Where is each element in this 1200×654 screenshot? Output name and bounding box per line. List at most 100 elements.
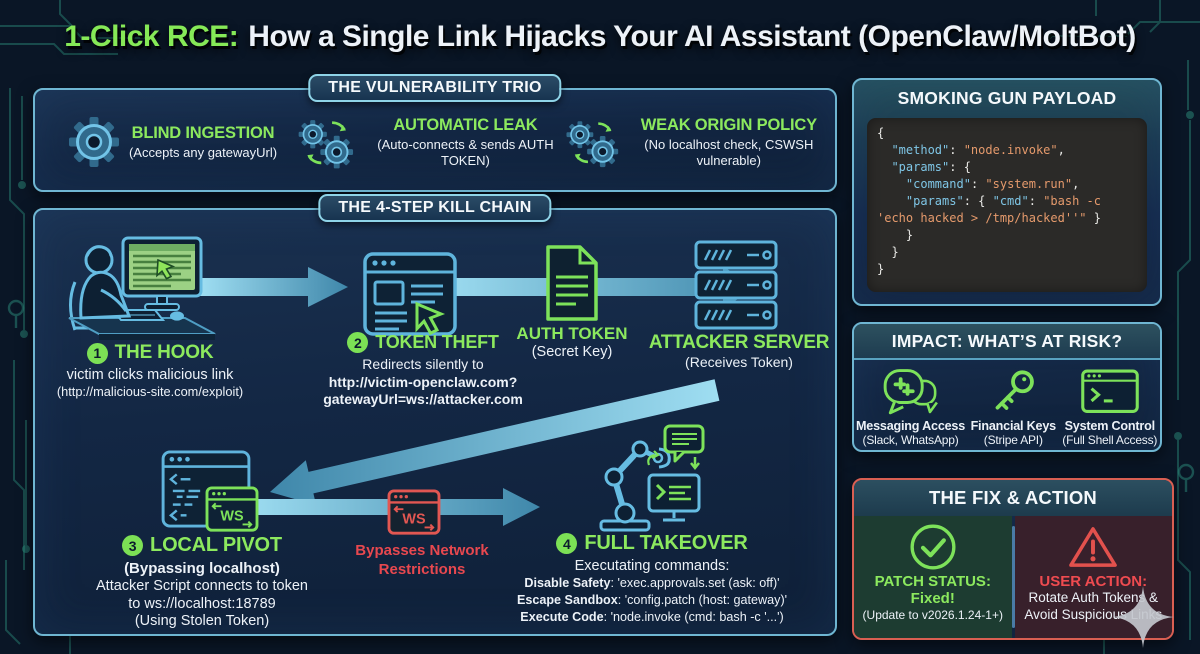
command-label: Execute Code [520,610,604,625]
trio-heading: THE VULNERABILITY TRIO [308,74,562,102]
step3-number-badge: 3 [122,535,144,556]
bypass-text: Bypasses Network Restrictions [337,542,507,580]
step1-name: 1 THE HOOK [40,342,260,364]
step1-url: (http://malicious-site.com/exploit) [56,384,244,400]
check-circle-icon [910,524,956,570]
trio-item-name: BLIND INGESTION [131,123,275,142]
patch-status-title: PATCH STATUS: [874,573,991,590]
impact-panel: IMPACT: WHAT’S AT RISK? Messaging Access [852,322,1162,452]
impact-item-name: Financial Keys [970,419,1057,433]
impact-heading: IMPACT: WHAT’S AT RISK? [854,324,1160,360]
browser-cursor-icon [363,252,457,336]
attacker-server-name: ATTACKER SERVER [648,332,830,353]
impact-item-desc: (Stripe API) [983,433,1043,447]
step3-line1: Attacker Script connects to token [96,578,308,595]
impact-item-name: System Control [1064,419,1155,433]
arrow-theft-to-server [435,267,761,307]
arrow-server-to-pivot [270,379,720,506]
websocket-blocked-icon: WS [387,489,441,535]
sparkle-decoration [1112,586,1174,648]
trio-item-desc: (Auto-connects & sends AUTH TOKEN) [377,136,554,168]
title-rest: How a Single Link Hijacks Your AI Assist… [248,20,1136,53]
trio-item-name: AUTOMATIC LEAK [393,115,538,134]
auth-token-document-icon [546,245,598,321]
step3-line3: (Using Stolen Token) [134,613,270,630]
patch-status-section: PATCH STATUS: Fixed! (Update to v2026.1.… [854,516,1012,638]
patch-status-note: (Update to v2026.1.24-1+) [862,608,1003,622]
step3-text: 3 LOCAL PIVOT (Bypassing localhost) Atta… [57,534,347,630]
step1-title: THE HOOK [114,342,214,363]
trio-item-name: WEAK ORIGIN POLICY [640,115,817,134]
ws-label: WS [220,509,244,525]
auth-token-text: AUTH TOKEN (Secret Key) [497,324,647,361]
arrow-hook-to-theft [200,267,348,307]
command-value: : 'node.invoke (cmd: bash -c '...') [603,610,784,625]
bypass-line-2: Restrictions [378,560,466,578]
payload-heading: SMOKING GUN PAYLOAD [897,87,1117,108]
impact-item-name: Messaging Access [856,419,966,433]
fix-heading: THE FIX & ACTION [854,480,1172,516]
gears-sync-icon [298,119,354,170]
trio-item-weak-origin-policy: WEAK ORIGIN POLICY (No localhost check, … [563,109,825,175]
trio-item-desc: (No localhost check, CSWSH vulnerable) [644,136,814,168]
step4-number-badge: 4 [556,533,578,554]
attacker-server-desc: (Receives Token) [685,354,793,370]
step3-title: LOCAL PIVOT [150,534,282,556]
impact-item-messaging: Messaging Access (Slack, WhatsApp) [856,367,965,447]
page-title: 1-Click RCE:How a Single Link Hijacks Yo… [0,20,1200,54]
step4-line: Executating commands: [574,558,730,574]
impact-row: Messaging Access (Slack, WhatsApp) Finan… [854,360,1160,447]
chat-bubbles-icon [883,369,938,415]
impact-item-desc: (Slack, WhatsApp) [862,433,959,447]
kill-chain-panel: THE 4-STEP KILL CHAIN [33,194,839,636]
patch-status-value: Fixed! [910,590,955,607]
websocket-window-icon: WS [205,486,259,532]
payload-code: { "method": "node.invoke", "params": { "… [867,118,1147,292]
auth-token-desc: (Secret Key) [531,344,613,360]
trio-row: BLIND INGESTION (Accepts any gatewayUrl)… [35,90,835,190]
step4-text: 4 FULL TAKEOVER Executating commands: Di… [487,532,817,626]
step3-name: 3 LOCAL PIVOT [57,534,347,557]
impact-item-desc: (Full Shell Access) [1062,433,1158,447]
step2-number-badge: 2 [347,332,369,353]
attacker-server-text: ATTACKER SERVER (Receives Token) [639,332,839,372]
terminal-window-icon [1080,369,1139,413]
vulnerability-trio-panel: THE VULNERABILITY TRIO BLIND INGESTION (… [33,74,837,192]
trio-item-desc: (Accepts any gatewayUrl) [128,144,278,160]
step4-title: FULL TAKEOVER [584,532,748,554]
command-label: Escape Sandbox [516,593,618,608]
step2-name: 2 TOKEN THEFT [303,332,543,353]
ws-label: WS [402,512,426,528]
command-line: Execute Code: 'node.invoke (cmd: bash -c… [487,609,817,626]
impact-item-financial: Financial Keys (Stripe API) [965,367,1061,447]
warning-triangle-icon [1069,527,1118,567]
trio-item-blind-ingestion: BLIND INGESTION (Accepts any gatewayUrl) [49,115,295,169]
user-action-title: USER ACTION: [1039,573,1148,590]
command-line: Disable Safety: 'exec.approvals.set (ask… [487,575,817,592]
user-action-line-1: Rotate Auth Tokens & [1028,590,1159,605]
step2-line: Redirects silently to [362,356,484,372]
step1-text: 1 THE HOOK victim clicks malicious link … [40,342,260,400]
gears-sync-icon [565,120,619,168]
step1-number-badge: 1 [86,342,108,364]
bypass-line-1: Bypasses Network [355,542,489,559]
step2-url-1: http://victim-openclaw.com? [328,373,518,390]
server-stack-icon [694,240,778,330]
command-line: Escape Sandbox: 'config.patch (host: gat… [487,592,817,609]
payload-panel: SMOKING GUN PAYLOAD { "method": "node.in… [852,78,1162,306]
auth-token-name: AUTH TOKEN [516,324,628,343]
victim-at-computer-illustration [68,236,216,340]
step3-sub: (Bypassing localhost) [124,560,280,577]
command-value: : 'config.patch (host: gateway)' [617,593,788,608]
killchain-heading: THE 4-STEP KILL CHAIN [318,194,552,222]
trio-item-automatic-leak: AUTOMATIC LEAK (Auto-connects & sends AU… [295,109,563,175]
command-label: Disable Safety [524,576,611,591]
step2-text: 2 TOKEN THEFT Redirects silently to http… [303,332,543,408]
step1-line: victim clicks malicious link [66,367,234,383]
key-icon [995,370,1035,410]
command-value: : 'exec.approvals.set (ask: off)' [610,576,780,591]
gear-icon [67,116,120,168]
fix-divider [1011,526,1015,628]
